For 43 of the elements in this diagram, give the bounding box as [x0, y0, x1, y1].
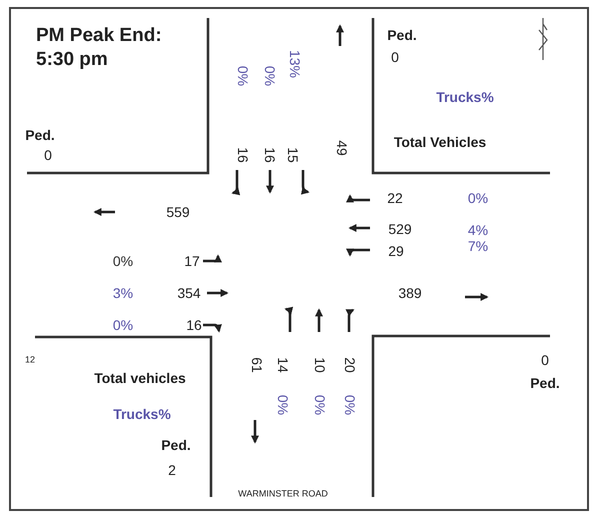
- volume-count: 354: [177, 286, 201, 300]
- total-vehicles-label: Total vehicles: [94, 371, 186, 385]
- volume-count: 20: [343, 357, 357, 373]
- truck-percent: 0%: [468, 191, 488, 205]
- volume-count: 16: [236, 147, 250, 163]
- volume-count: 15: [286, 147, 300, 163]
- volume-count: 10: [313, 357, 327, 373]
- truck-percent: 7%: [468, 239, 488, 253]
- truck-percent-label: Trucks%: [113, 407, 171, 421]
- truck-percent: 0%: [313, 394, 327, 416]
- pedestrian-label: Ped.: [530, 376, 560, 390]
- truck-percent: 0%: [112, 254, 134, 268]
- truck-percent: 0%: [276, 394, 290, 416]
- truck-percent: 4%: [468, 223, 488, 237]
- street-name: WARMINSTER ROAD: [238, 490, 328, 498]
- truck-percent: 0%: [112, 318, 134, 332]
- volume-count: 22: [387, 191, 403, 205]
- truck-percent-label: Trucks%: [436, 90, 494, 104]
- pedestrian-count: 0: [391, 50, 399, 64]
- volume-count: 49: [335, 140, 349, 156]
- pedestrian-count: 2: [168, 463, 176, 477]
- pedestrian-label: Ped.: [161, 438, 191, 452]
- volume-count: 16: [263, 147, 277, 163]
- pedestrian-count: 0: [541, 353, 549, 367]
- title: PM Peak End: 5:30 pm: [36, 24, 163, 72]
- truck-percent: 3%: [112, 286, 134, 300]
- note-number: 12: [25, 356, 35, 364]
- truck-percent: 0%: [343, 394, 357, 416]
- truck-percent: 13%: [288, 50, 302, 78]
- volume-count: 389: [398, 286, 422, 300]
- pedestrian-label: Ped.: [387, 28, 417, 42]
- pedestrian-label: Ped.: [25, 128, 55, 142]
- truck-percent: 0%: [236, 66, 250, 86]
- volume-count: 61: [250, 357, 264, 373]
- volume-count: 29: [388, 244, 404, 258]
- volume-count: 559: [166, 205, 190, 219]
- volume-count: 17: [184, 254, 200, 268]
- truck-percent: 0%: [263, 66, 277, 86]
- total-vehicles-label: Total Vehicles: [394, 135, 486, 149]
- volume-count: 14: [276, 357, 290, 373]
- pedestrian-count: 0: [44, 148, 52, 162]
- volume-count: 16: [186, 318, 202, 332]
- volume-count: 529: [388, 222, 412, 236]
